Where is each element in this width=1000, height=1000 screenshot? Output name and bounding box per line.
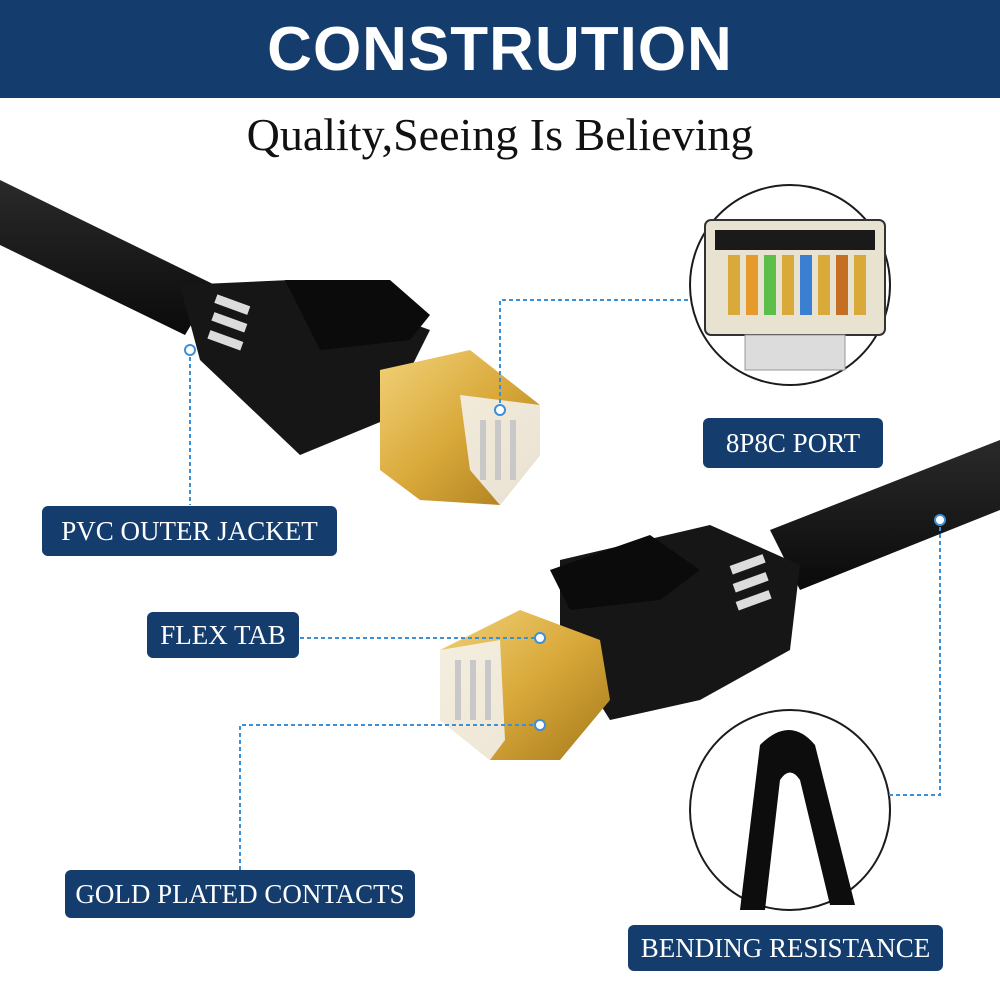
label-8p8c-port: 8P8C PORT xyxy=(703,418,883,468)
label-flex-tab: FLEX TAB xyxy=(147,612,299,658)
page-subtitle: Quality,Seeing Is Believing xyxy=(246,109,754,160)
page-title: CONSTRUTION xyxy=(267,14,733,84)
label-bending-resistance: BENDING RESISTANCE xyxy=(628,925,943,971)
leader-lines xyxy=(189,299,941,870)
label-pvc-outer-jacket: PVC OUTER JACKET xyxy=(42,506,337,556)
lower-cable xyxy=(440,440,1000,760)
upper-cable xyxy=(0,180,540,505)
bending-closeup xyxy=(689,709,891,911)
port-closeup xyxy=(689,184,891,386)
label-gold-plated-contacts: GOLD PLATED CONTACTS xyxy=(65,870,415,918)
header-banner: CONSTRUTION xyxy=(0,0,1000,98)
leader-dots xyxy=(184,344,946,731)
